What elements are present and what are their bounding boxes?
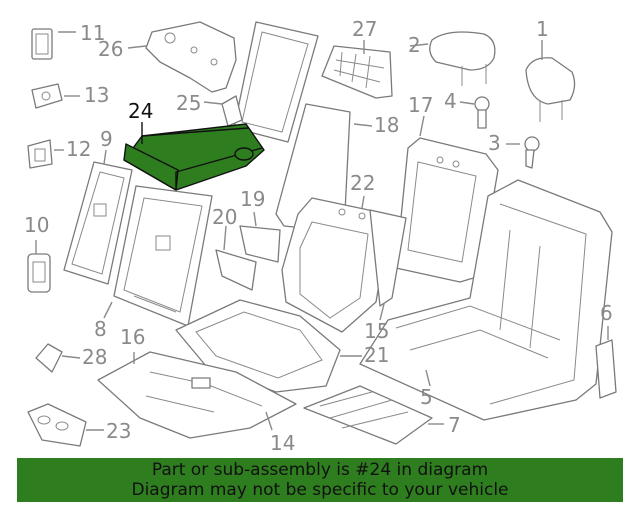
callout-6: 6 [600, 301, 613, 325]
callout-5: 5 [420, 385, 433, 409]
callout-26: 26 [98, 37, 123, 61]
callout-24: 24 [128, 99, 153, 123]
part-20-trim [215, 249, 257, 291]
part-2-headrest [429, 31, 496, 86]
callout-20: 20 [212, 205, 237, 229]
callout-12: 12 [66, 137, 91, 161]
callout-15: 15 [364, 319, 389, 343]
callout-8: 8 [94, 317, 107, 341]
callout-19: 19 [240, 187, 265, 211]
part-15-back-cover [369, 209, 407, 307]
callout-21: 21 [364, 343, 389, 367]
callout-23: 23 [106, 419, 131, 443]
part-11-plate [31, 28, 53, 60]
callout-27: 27 [352, 17, 377, 41]
part-3-guide [524, 136, 540, 169]
callout-13: 13 [84, 83, 109, 107]
callout-17: 17 [408, 93, 433, 117]
callout-28: 28 [82, 345, 107, 369]
part-6-latch [595, 339, 617, 399]
callout-22: 22 [350, 171, 375, 195]
part-5-seat-frame [359, 179, 613, 421]
callout-7: 7 [448, 413, 461, 437]
leader-lines [35, 31, 609, 431]
part-12-bezel [27, 139, 53, 169]
part-25-hinged-panel [221, 21, 319, 143]
part-14-seat-cushion [97, 351, 297, 439]
part-8-back-shell [113, 185, 213, 327]
callout-9: 9 [100, 127, 113, 151]
callout-25: 25 [176, 91, 201, 115]
callout-11: 11 [80, 21, 105, 45]
banner-line-2: Diagram may not be specific to your vehi… [131, 480, 509, 500]
callout-labels: 11 26 13 12 9 10 24 25 27 2 1 4 3 17 18 … [24, 17, 613, 455]
part-1-headrest [525, 57, 576, 122]
part-7-rail [303, 385, 433, 445]
part-10-handle [27, 253, 51, 293]
callout-3: 3 [488, 131, 501, 155]
callout-1: 1 [536, 17, 549, 41]
parts-diagram: 11 26 13 12 9 10 24 25 27 2 1 4 3 17 18 … [24, 17, 617, 455]
part-24-armrest-highlighted [123, 123, 265, 191]
callout-14: 14 [270, 431, 295, 455]
banner-line-1: Part or sub-assembly is #24 in diagram [151, 460, 489, 480]
callout-2: 2 [408, 33, 421, 57]
part-19-trim [239, 225, 281, 263]
callout-18: 18 [374, 113, 399, 137]
info-banner: Part or sub-assembly is #24 in diagram D… [17, 458, 623, 502]
part-9-panel [63, 161, 133, 285]
callout-4: 4 [444, 89, 457, 113]
part-23-tray [27, 403, 87, 447]
part-13-clip [31, 83, 63, 109]
callout-16: 16 [120, 325, 145, 349]
part-4-guide [474, 96, 490, 129]
part-27-bracket [321, 45, 393, 99]
part-28-cover [35, 343, 63, 373]
callout-10: 10 [24, 213, 49, 237]
part-26-back-panel [145, 21, 237, 93]
